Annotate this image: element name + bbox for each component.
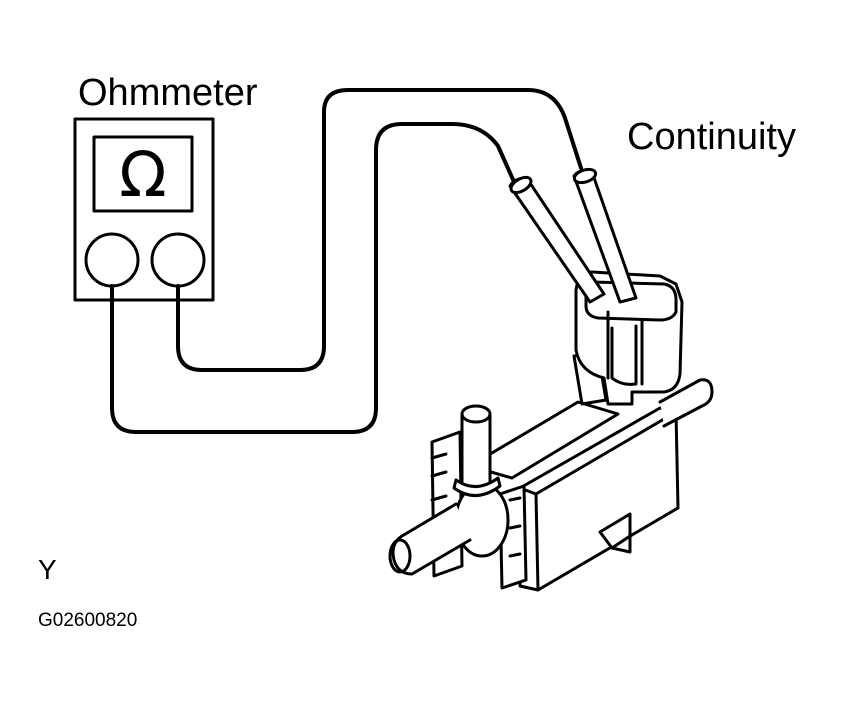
- meter-terminal-right: [150, 232, 206, 288]
- ohmmeter-title: Ohmmeter: [78, 72, 258, 114]
- figure-code: G02600820: [38, 610, 138, 631]
- meter-terminal-left: [84, 232, 140, 288]
- test-leads: [110, 88, 583, 434]
- test-probe-icon: [508, 167, 638, 304]
- view-letter-label: Y: [38, 554, 57, 585]
- ohm-symbol: Ω: [119, 137, 167, 211]
- continuity-label: Continuity: [627, 116, 796, 158]
